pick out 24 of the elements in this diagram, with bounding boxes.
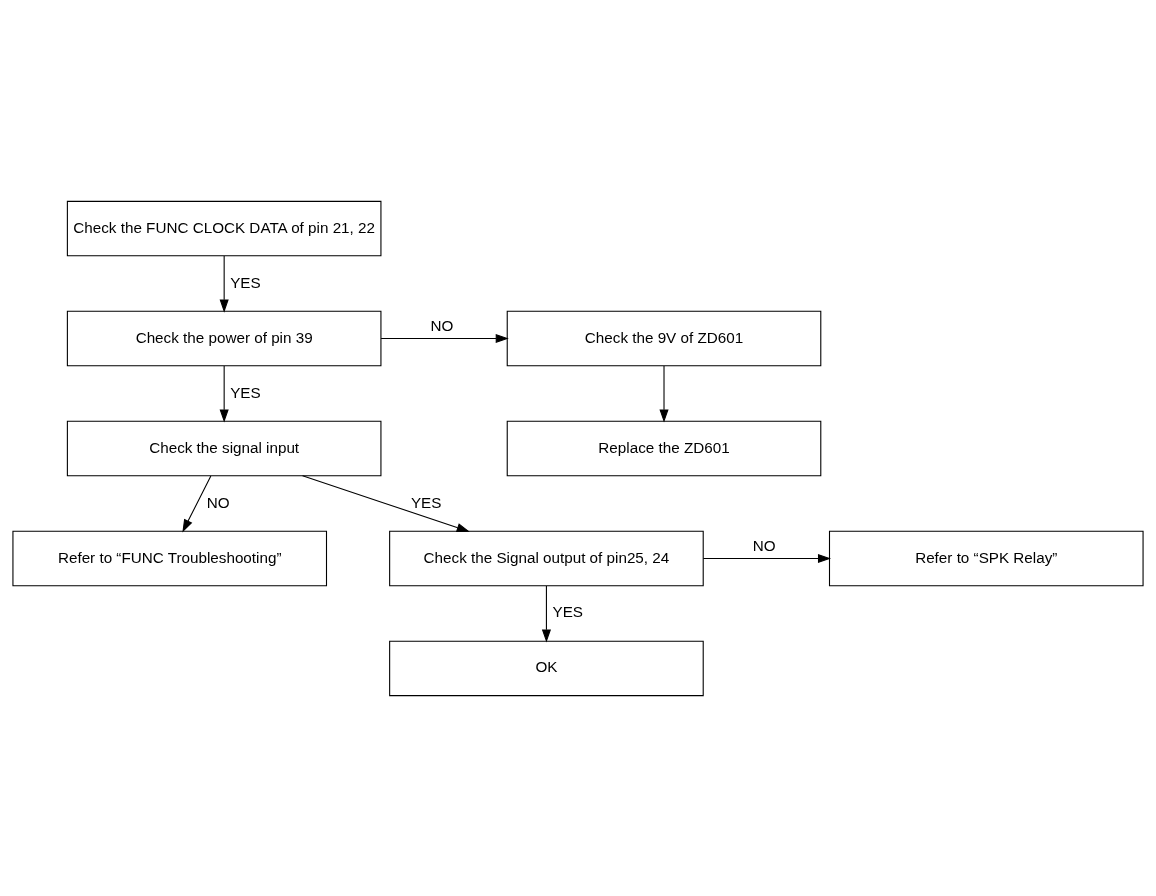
arrow <box>182 474 212 532</box>
arrow <box>541 584 551 643</box>
arrow <box>659 364 669 423</box>
node-box: Check the 9V of ZD601 <box>506 310 822 366</box>
edge-label: NO <box>206 493 230 511</box>
arrow <box>302 474 470 532</box>
edge-label: NO <box>752 536 776 554</box>
node-box: Refer to “FUNC Troubleshooting” <box>12 530 328 586</box>
arrow <box>702 553 832 563</box>
edge-label: YES <box>410 493 442 511</box>
node-box: Check the FUNC CLOCK DATA of pin 21, 22 <box>66 200 382 256</box>
node-box: Refer to “SPK Relay” <box>828 530 1144 586</box>
edge-label: YES <box>552 602 583 620</box>
edge-label: YES <box>230 273 261 291</box>
arrow <box>380 333 509 343</box>
node-box: OK <box>389 640 704 696</box>
node-box: Check the signal input <box>66 420 382 476</box>
arrow <box>219 364 229 423</box>
edge-label: NO <box>430 316 454 334</box>
node-box: Replace the ZD601 <box>506 420 822 476</box>
node-box: Check the power of pin 39 <box>66 310 382 366</box>
edge-label: YES <box>230 383 261 401</box>
node-box: Check the Signal output of pin25, 24 <box>389 530 704 586</box>
arrow <box>219 255 229 313</box>
